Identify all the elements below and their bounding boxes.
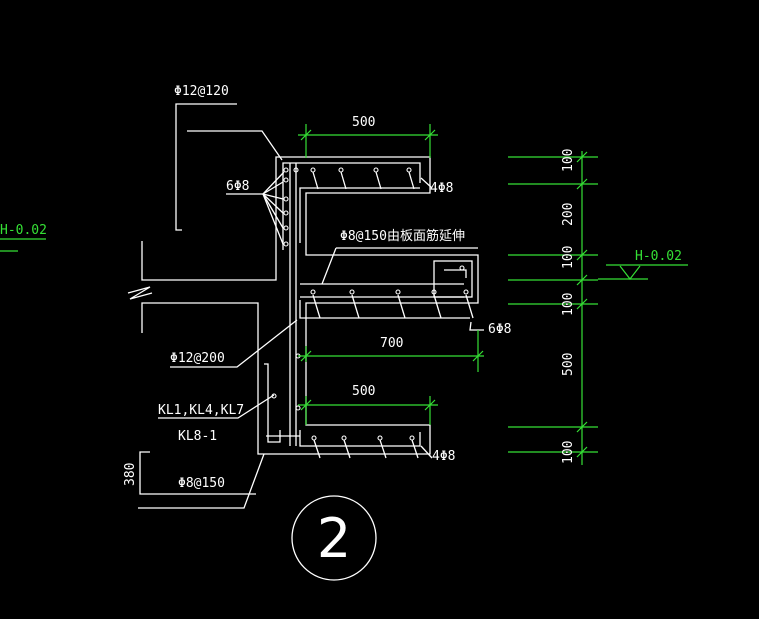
beam-ids-label: KL1,KL4,KL7 bbox=[158, 403, 244, 418]
stirrup-ticks bbox=[312, 171, 474, 459]
bar-dots bbox=[271, 167, 469, 441]
dim-vert-2: 200 bbox=[561, 203, 576, 226]
right-stirrups-label: 6Φ8 bbox=[488, 322, 511, 337]
slab-rebar-label: Φ8@150由板面筋延伸 bbox=[340, 228, 465, 244]
detail-number: 2 bbox=[317, 507, 351, 570]
beam-id-label-2: KL8-1 bbox=[178, 429, 217, 444]
right-elevation-label: H-0.02 bbox=[635, 249, 682, 264]
horizontal-dimensions bbox=[298, 124, 484, 425]
concrete-outline bbox=[127, 103, 479, 495]
bottom-bars-label: 4Φ8 bbox=[432, 449, 455, 464]
mid-rebar-label: Φ12@200 bbox=[170, 351, 225, 366]
rebar-label-top-left: Φ12@120 bbox=[174, 84, 229, 99]
dim-top-width: 500 bbox=[352, 115, 375, 130]
bottom-rebar-label: Φ8@150 bbox=[178, 476, 225, 491]
dim-vert-3: 100 bbox=[561, 246, 576, 269]
rebar-lines bbox=[264, 162, 473, 447]
dim-vert-4: 100 bbox=[561, 293, 576, 316]
top-bars-label: 4Φ8 bbox=[430, 181, 453, 196]
right-elevation-marker: H-0.02 bbox=[598, 249, 688, 280]
dim-mid-width: 700 bbox=[380, 336, 403, 351]
dim-vert-1: 100 bbox=[561, 149, 576, 172]
left-elevation-label: H-0.02 bbox=[0, 223, 47, 238]
dim-vert-6: 100 bbox=[561, 441, 576, 464]
stirrup-label-left: 6Φ8 bbox=[226, 179, 249, 194]
detail-number-bubble: 2 bbox=[291, 495, 377, 581]
side-dimension-label: 380 bbox=[123, 463, 138, 486]
leader-lines bbox=[138, 130, 484, 509]
dim-vert-5: 500 bbox=[561, 353, 576, 376]
left-elevation-marker: H-0.02 bbox=[0, 223, 47, 252]
vertical-dimensions bbox=[508, 151, 598, 465]
dim-bottom-width: 500 bbox=[352, 384, 375, 399]
